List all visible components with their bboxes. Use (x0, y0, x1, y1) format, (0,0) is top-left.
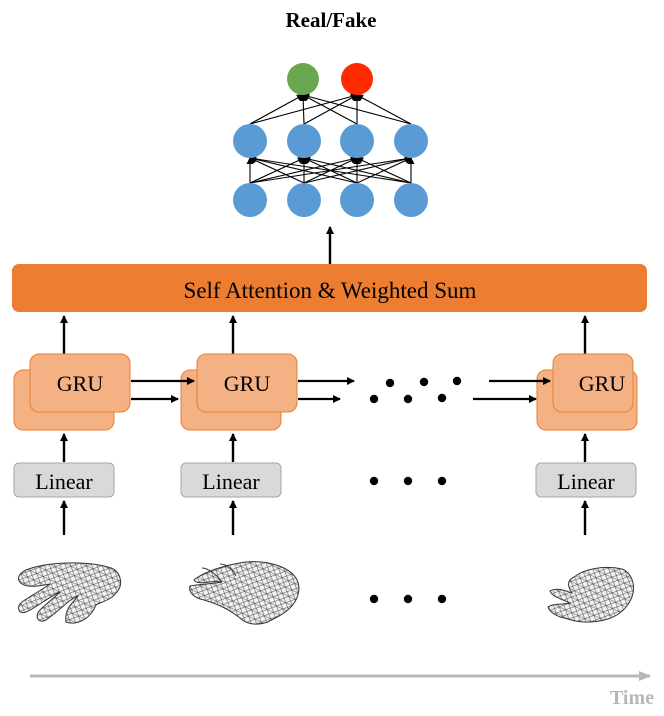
hidden-node (340, 124, 374, 158)
input-node (233, 183, 267, 217)
mlp-edge (299, 94, 307, 125)
input-node (394, 183, 428, 217)
mlp-nodes (233, 63, 428, 217)
hidden-node (287, 124, 321, 158)
gru-label: GRU (57, 371, 104, 396)
mlp-edge (249, 155, 358, 184)
input-node (287, 183, 321, 217)
linear-label: Linear (35, 469, 93, 494)
mlp-edge (356, 94, 412, 125)
gru-label: GRU (579, 371, 626, 396)
attention-label: Self Attention & Weighted Sum (184, 278, 477, 303)
ellipsis-dots-linear (369, 476, 447, 486)
gru-label: GRU (224, 371, 271, 396)
hand-mesh-icon (18, 562, 122, 624)
output-node-fake (341, 63, 373, 95)
hidden-node (394, 124, 428, 158)
linear-label: Linear (202, 469, 260, 494)
output-title: Real/Fake (286, 8, 377, 32)
mlp-edge (249, 155, 412, 184)
linear-block-1: Linear (13, 462, 115, 498)
arrows-gru-to-attention (60, 315, 589, 355)
linear-block-3: Linear (535, 462, 637, 498)
mlp-connections (246, 93, 415, 184)
gru-stack-3: GRU (536, 353, 638, 431)
linear-block-2: Linear (180, 462, 282, 498)
mlp-edge (249, 157, 305, 184)
hand-mesh-icon (189, 561, 300, 625)
input-node (340, 183, 374, 217)
arrows-linear-to-gru (60, 433, 589, 462)
linear-label: Linear (557, 469, 615, 494)
recurrent-arrows (131, 377, 551, 403)
mlp-edge (303, 155, 412, 184)
mlp-edge (249, 94, 304, 125)
arrows-input-to-linear (60, 500, 589, 535)
hand-mesh-icon (547, 566, 635, 623)
ellipsis-dots-gru (369, 376, 462, 404)
mlp-edge (302, 93, 412, 125)
mlp-edge (356, 157, 412, 184)
output-node-real (287, 63, 319, 95)
attention-block (12, 264, 647, 312)
ellipsis-dots-input (369, 594, 447, 604)
gru-stack-2: GRU (180, 353, 298, 431)
mlp-edge (302, 94, 358, 125)
hidden-node (233, 124, 267, 158)
time-label: Time (610, 687, 654, 709)
gru-stack-1: GRU (13, 353, 131, 431)
